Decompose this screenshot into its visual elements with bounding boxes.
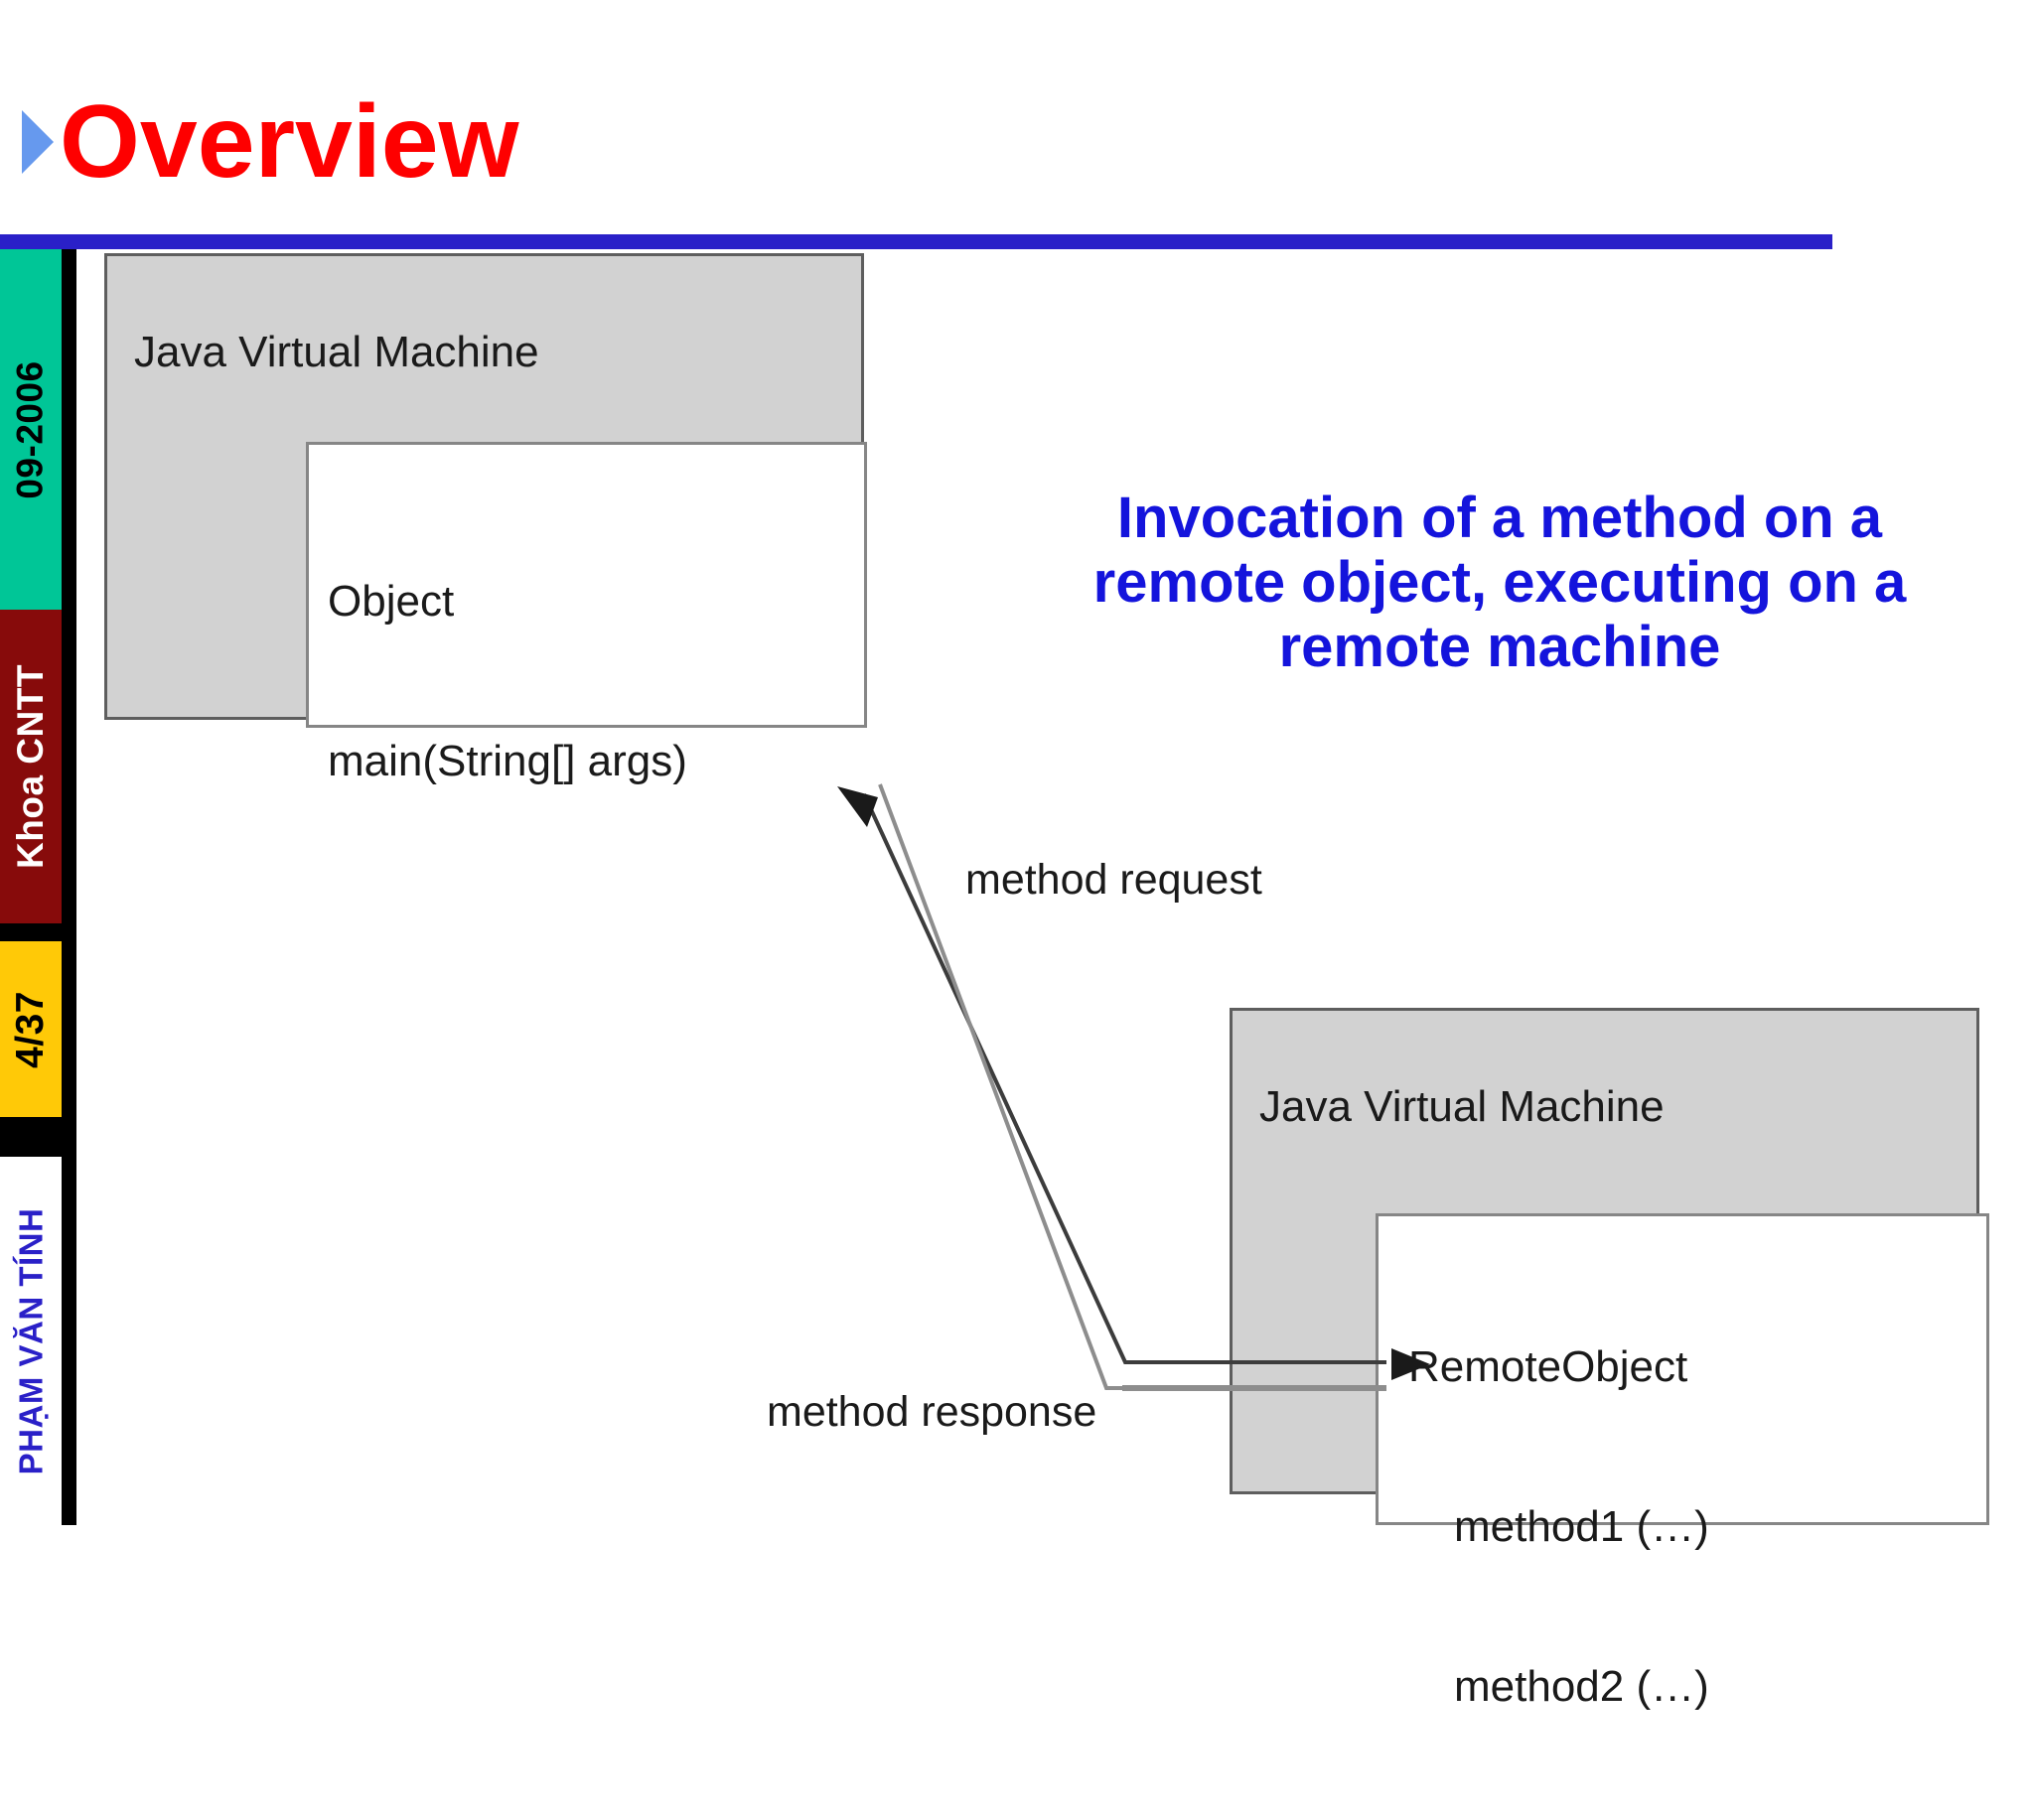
title-divider (0, 234, 1832, 249)
right-object-member-2: method2 (…) (1454, 1662, 1709, 1712)
sidebar-item-date: 09-2006 (0, 249, 62, 610)
left-object-text: Object main(String[] args) (328, 469, 687, 895)
right-object-box (1376, 1213, 1989, 1525)
left-object-member: main(String[] args) (328, 737, 687, 786)
right-object-text: RemoteObject method1 (…) method2 (…) (1408, 1234, 1709, 1820)
sidebar: 09-2006 Khoa CNTT 4/37 PHẠM VĂN TÍNH (0, 249, 76, 1525)
method-request-label: method request (965, 856, 1262, 904)
page-title: Overview (60, 84, 519, 200)
left-jvm-title: Java Virtual Machine (134, 328, 539, 376)
rmi-diagram: Java Virtual Machine Object main(String[… (104, 253, 1989, 1711)
left-object-box (306, 442, 867, 728)
slide-title-row: Overview (0, 68, 2034, 216)
right-object-member-1: method1 (…) (1454, 1502, 1709, 1552)
sidebar-item-page-number: 4/37 (0, 941, 62, 1117)
caption-text: Invocation of a method on a remote objec… (1092, 486, 1907, 679)
right-jvm-title: Java Virtual Machine (1259, 1082, 1665, 1131)
sidebar-item-department: Khoa CNTT (0, 610, 62, 923)
sidebar-item-author: PHẠM VĂN TÍNH (0, 1157, 62, 1525)
triangle-bullet-icon (22, 110, 54, 174)
right-object-name: RemoteObject (1408, 1342, 1688, 1392)
method-response-label: method response (767, 1388, 1097, 1436)
left-object-name: Object (328, 577, 455, 627)
